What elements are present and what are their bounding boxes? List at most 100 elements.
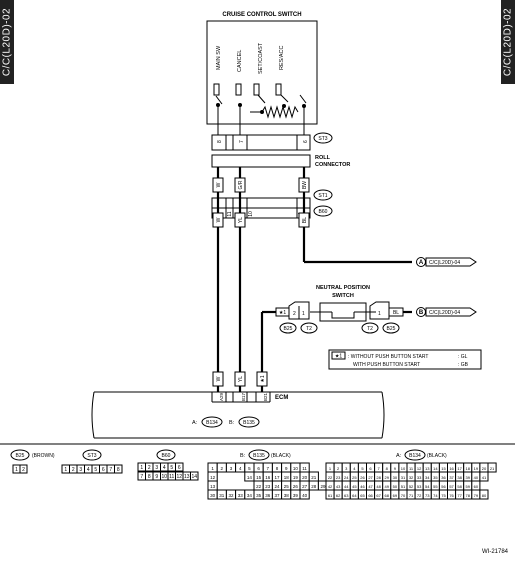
legend-b135-cell-label: 16 xyxy=(265,475,271,480)
legend-b134-cell-label: 70 xyxy=(401,493,406,498)
legend-b135-cell-label: 36 xyxy=(265,493,271,498)
legend-b135-cell-label: 6 xyxy=(257,466,260,471)
ecm-conn-a-tag xyxy=(201,416,223,428)
legend-b134-cell-label: 32 xyxy=(409,475,414,480)
legend-st3-cell-label: 6 xyxy=(102,467,105,473)
legend-st3-cell-label: 4 xyxy=(87,467,90,473)
roll-connector-label-line1: ROLL xyxy=(315,155,331,161)
legend-b134-cell-label: 39 xyxy=(466,475,471,480)
legend-b60-cell-label: 9 xyxy=(155,474,158,480)
legend-b60-name: B60 xyxy=(162,453,171,459)
roll-connector-box xyxy=(211,154,311,168)
neutral-conn-t2-right xyxy=(361,322,379,334)
legend-b134-cell-label: 15 xyxy=(441,466,446,471)
legend-b135-cell-label: 27 xyxy=(302,484,308,489)
neutral-conn-t2-left xyxy=(300,322,318,334)
legend-b134-cell-label: 29 xyxy=(385,475,390,480)
note-marker: ★1 xyxy=(335,354,342,360)
legend-b134-cell-label: 24 xyxy=(344,475,349,480)
switch-title: CRUISE CONTROL SWITCH xyxy=(222,12,301,18)
legend-b134-cell-label: 19 xyxy=(474,466,479,471)
legend-b60-cell-label: 4 xyxy=(163,465,166,471)
legend-b60-cell xyxy=(175,462,184,472)
legend-b60-cell-label: 1 xyxy=(140,465,143,471)
switch-label-cancel: CANCEL xyxy=(237,50,243,72)
legend-b134-cell-label: 50 xyxy=(393,484,398,489)
switch-label-set-coast: SET/COAST xyxy=(258,42,264,74)
legend-b135-cell-label: 28 xyxy=(311,484,317,489)
neutral-conn-b25-left xyxy=(279,322,297,334)
neutral-left-mark: ★1 xyxy=(279,310,286,316)
roll-connector-label-line2: CONNECTOR xyxy=(315,162,350,168)
legend-b134-cell-label: 47 xyxy=(368,484,373,489)
legend-st3-cell-label: 7 xyxy=(109,467,112,473)
note-line2-value: : GB xyxy=(458,362,469,368)
switch-pin-7: 7 xyxy=(239,140,245,143)
legend-b134-cell-label: 45 xyxy=(352,484,357,489)
legend-b135-cell-label: 7 xyxy=(267,466,270,471)
legend-b134-cell-label: 75 xyxy=(441,493,446,498)
legend-b134-cell-label: 34 xyxy=(425,475,430,480)
legend-b135-cell-label: 14 xyxy=(247,475,253,480)
legend-b134-cell-label: 31 xyxy=(401,475,406,480)
legend-b134-cell-label: 3 xyxy=(345,466,348,471)
legend-b134-cell-label: 61 xyxy=(328,493,333,498)
ecm-conn-b-tag xyxy=(238,416,260,428)
legend-b25-cell-1: 1 xyxy=(15,467,18,473)
legend-b134-cell-label: 80 xyxy=(482,493,487,498)
neutral-conn-b25-right-label: B25 xyxy=(387,326,396,332)
wire-color-mid-3: BL xyxy=(302,217,308,223)
st3-connector-tag xyxy=(313,132,333,144)
legend-b135-cell-label: 9 xyxy=(285,466,288,471)
wire-color-mid-2: YL xyxy=(238,217,244,223)
legend-b134-cell-label: 22 xyxy=(328,475,333,480)
legend-st3-cell-label: 1 xyxy=(64,467,67,473)
legend-b134-cell-label: 35 xyxy=(433,475,438,480)
legend-b134-cell-label: 53 xyxy=(417,484,422,489)
switch-pin-6: 6 xyxy=(303,140,309,143)
legend-b134-cell-label: 43 xyxy=(336,484,341,489)
wire-color-top-3: BW xyxy=(302,181,308,189)
legend-b135-cell-label: 20 xyxy=(302,475,308,480)
note-line2: WITH PUSH BUTTON START xyxy=(353,362,420,368)
st3-connector-label: ST3 xyxy=(318,136,327,142)
ref-a-label: C/C(L20D)-04 xyxy=(429,260,460,266)
legend-b134-cell-label: 67 xyxy=(376,493,381,498)
switch-pin-8: 8 xyxy=(217,140,223,143)
legend-b134-cell-label: 10 xyxy=(401,466,406,471)
legend-b134-cell-label: 57 xyxy=(449,484,454,489)
legend-b134-cell-label: 4 xyxy=(353,466,356,471)
legend-b135-cell-label: 29 xyxy=(320,484,326,489)
legend-b60-cell-label: 6 xyxy=(178,465,181,471)
legend-b135-cell-label: 21 xyxy=(311,475,317,480)
b60-connector-label: B60 xyxy=(319,209,328,215)
diagram-code: WI-21784 xyxy=(482,549,509,555)
legend-b135-cell-label: 35 xyxy=(256,493,262,498)
legend-b134-suffix: (BLACK) xyxy=(427,453,447,459)
legend-b135-cell-label: 15 xyxy=(256,475,262,480)
legend-b60-cell-label: 3 xyxy=(155,465,158,471)
neutral-right-wire: BL xyxy=(393,310,399,316)
legend-b134-cell-label: 49 xyxy=(385,484,390,489)
legend-b135-cell-label: 32 xyxy=(228,493,234,498)
ecm-label: ECM xyxy=(275,395,288,401)
legend-b134-cell-label: 40 xyxy=(474,475,479,480)
left-section-tag: C/C(L20D)-02 xyxy=(0,0,14,84)
legend-b135-cell-label: 18 xyxy=(284,475,290,480)
legend-b135-cell-label: 33 xyxy=(238,493,244,498)
b60-connector-tag xyxy=(313,205,333,217)
legend-b134-cell-label: 63 xyxy=(344,493,349,498)
neutral-left-pin-2: 2 xyxy=(293,311,296,317)
legend-b134-cell-label: 73 xyxy=(425,493,430,498)
legend-b134-cell-label: 71 xyxy=(409,493,414,498)
legend-b134-cell-label: 11 xyxy=(409,466,414,471)
ecm-wire-3: ★1 xyxy=(260,375,266,382)
legend-b25-tag xyxy=(10,449,30,461)
legend-b134-cell-label: 56 xyxy=(441,484,446,489)
legend-b134-cell-label: 27 xyxy=(368,475,373,480)
legend-b25-name: B25 xyxy=(16,453,25,459)
legend-b134-cell xyxy=(479,471,489,482)
legend-b134-cell-label: 59 xyxy=(466,484,471,489)
legend-b135-cell-label: 22 xyxy=(256,484,262,489)
